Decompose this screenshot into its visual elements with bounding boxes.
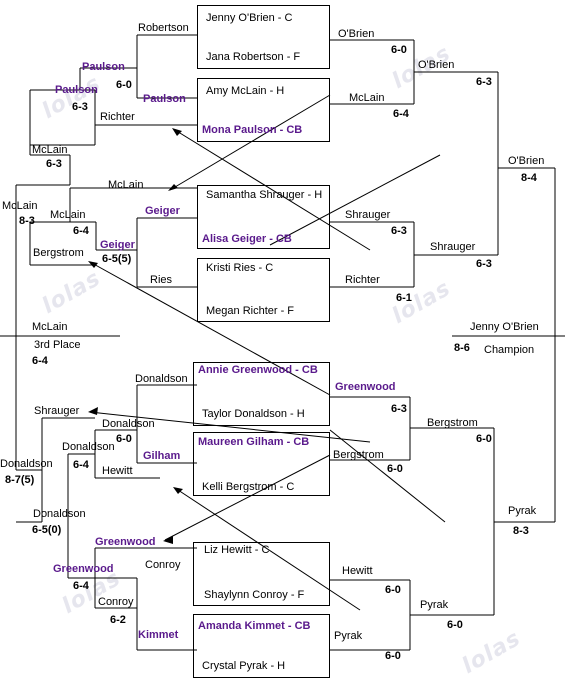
match-score: 6-0: [387, 463, 403, 475]
match-score: 6-3: [476, 258, 492, 270]
player-name: Jana Robertson - F: [206, 51, 301, 63]
match-score: 6-3: [72, 101, 88, 113]
match-score: 6-0: [391, 44, 407, 56]
bracket-label: Conroy: [98, 596, 134, 608]
champion-name: Jenny O'Brien: [470, 321, 539, 333]
bracket-label: Paulson: [82, 61, 125, 73]
match-score: 6-5(5): [102, 253, 132, 265]
player-name: Mona Paulson - CB: [202, 124, 303, 136]
bracket-label: Pyrak: [334, 630, 363, 642]
bracket-label: Shrauger: [34, 405, 80, 417]
bracket-label: Donaldson: [33, 508, 86, 520]
match-score: 6-0: [116, 433, 132, 445]
bracket-label: O'Brien: [338, 28, 375, 40]
player-name: Samantha Shrauger - H: [206, 189, 323, 201]
match-score: 6-4: [393, 108, 409, 120]
player-name: Kristi Ries - C: [206, 262, 274, 274]
bracket-label: Hewitt: [102, 465, 133, 477]
match-score: 6-3: [391, 403, 407, 415]
match-score: 6-2: [110, 614, 126, 626]
match-score: 8-4: [521, 172, 537, 184]
player-name: Taylor Donaldson - H: [202, 408, 305, 420]
bracket-label: Richter: [100, 111, 135, 123]
bracket-label: Pyrak: [508, 505, 537, 517]
match-box-gilham-bergstrom: Maureen Gilham - CB Kelli Bergstrom - C: [193, 432, 330, 496]
bracket-label: Robertson: [138, 22, 189, 34]
bracket-label: McLain: [108, 179, 144, 191]
bracket-label: O'Brien: [508, 155, 545, 167]
match-score: 6-1: [396, 292, 412, 304]
bracket-label: Geiger: [100, 239, 135, 251]
bracket-label: Conroy: [145, 559, 181, 571]
bracket-label: Donaldson: [102, 418, 155, 430]
player-name: Annie Greenwood - CB: [198, 364, 318, 376]
match-score: 6-5(0): [32, 524, 62, 536]
bracket-label: Bergstrom: [33, 247, 84, 259]
player-name: Amanda Kimmet - CB: [198, 620, 311, 632]
match-box-hewitt-conroy: Liz Hewitt - C Shaylynn Conroy - F: [193, 542, 330, 606]
player-name: Jenny O'Brien - C: [206, 12, 293, 24]
match-score: 6-0: [116, 79, 132, 91]
bracket-label: Donaldson: [62, 441, 115, 453]
match-box-obrien-robertson: Jenny O'Brien - C Jana Robertson - F: [197, 5, 330, 69]
player-name: Amy McLain - H: [206, 85, 285, 97]
match-box-shrauger-geiger: Samantha Shrauger - H Alisa Geiger - CB: [197, 185, 330, 249]
match-box-mclain-paulson: Amy McLain - H Mona Paulson - CB: [197, 78, 330, 142]
player-name: Shaylynn Conroy - F: [204, 589, 305, 601]
bracket-label: Bergstrom: [333, 449, 384, 461]
bracket-label: Bergstrom: [427, 417, 478, 429]
match-score: 6-0: [385, 584, 401, 596]
third-place-score: 6-4: [32, 355, 48, 367]
player-name: Megan Richter - F: [206, 305, 295, 317]
match-score: 6-4: [73, 225, 89, 237]
bracket-label: Ries: [150, 274, 173, 286]
match-score: 6-3: [46, 158, 62, 170]
bracket-label: Geiger: [145, 205, 180, 217]
third-place-label: 3rd Place: [34, 339, 81, 351]
bracket-label: Greenwood: [335, 381, 396, 393]
bracket-label: McLain: [32, 144, 68, 156]
bracket-label: Paulson: [143, 93, 186, 105]
bracket-label: Donaldson: [0, 458, 53, 470]
match-score: 6-0: [385, 650, 401, 662]
third-place-name: McLain: [32, 321, 68, 333]
bracket-label: McLain: [2, 200, 38, 212]
champion-label: Champion: [484, 344, 535, 356]
match-score: 8-3: [513, 525, 529, 537]
bracket-label: Pyrak: [420, 599, 449, 611]
bracket-label: Richter: [345, 274, 380, 286]
bracket-label: O'Brien: [418, 59, 455, 71]
match-box-greenwood-donaldson: Annie Greenwood - CB Taylor Donaldson - …: [193, 362, 330, 426]
bracket-label: Shrauger: [430, 241, 476, 253]
player-name: Liz Hewitt - C: [204, 544, 270, 556]
bracket-label: Donaldson: [135, 373, 188, 385]
bracket-label: Hewitt: [342, 565, 373, 577]
match-score: 8-7(5): [5, 474, 35, 486]
player-name: Maureen Gilham - CB: [198, 436, 310, 448]
match-score: 6-4: [73, 459, 89, 471]
player-name: Alisa Geiger - CB: [202, 233, 292, 245]
player-name: Crystal Pyrak - H: [202, 660, 286, 672]
player-name: Kelli Bergstrom - C: [202, 481, 295, 493]
bracket-label: Greenwood: [95, 536, 156, 548]
bracket-label: McLain: [349, 92, 385, 104]
match-score: 6-0: [476, 433, 492, 445]
bracket-label: Paulson: [55, 84, 98, 96]
match-score: 6-3: [391, 225, 407, 237]
match-score: 8-3: [19, 215, 35, 227]
champion-score: 8-6: [454, 342, 470, 354]
bracket-label: Gilham: [143, 450, 181, 462]
match-box-ries-richter: Kristi Ries - C Megan Richter - F: [197, 258, 330, 322]
bracket-label: Kimmet: [138, 629, 179, 641]
bracket-label: Shrauger: [345, 209, 391, 221]
match-score: 6-3: [476, 76, 492, 88]
match-score: 6-4: [73, 580, 89, 592]
match-score: 6-0: [447, 619, 463, 631]
bracket-label: McLain: [50, 209, 86, 221]
bracket-label: Greenwood: [53, 563, 114, 575]
match-box-kimmet-pyrak: Amanda Kimmet - CB Crystal Pyrak - H: [193, 614, 330, 678]
